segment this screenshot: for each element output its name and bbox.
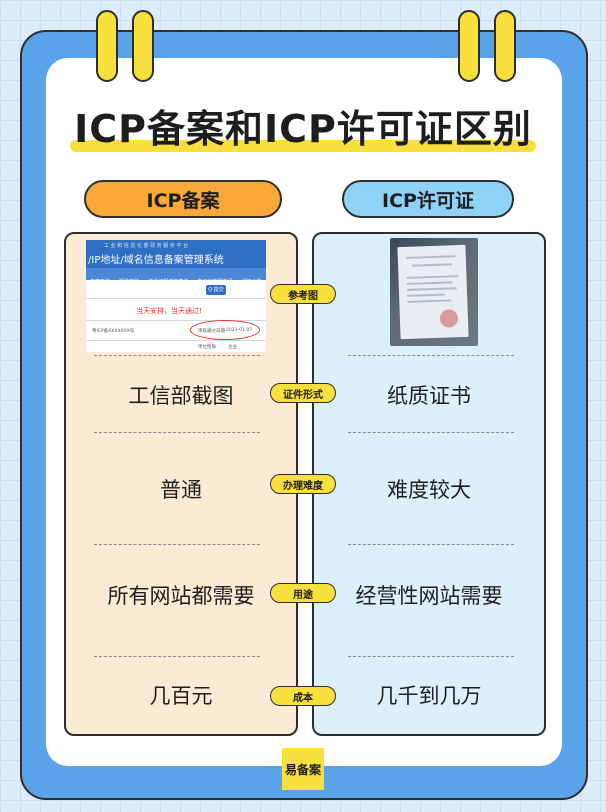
screenshot-search-button: Q 提交: [206, 285, 226, 295]
highlight-circle: [190, 320, 260, 340]
miit-screenshot-image: 工 业 和 信 息 化 部 政 务 服 务 平 台 /IP地址/域名信息备案管理…: [86, 240, 266, 352]
icp-license-cost: 几千到几万: [376, 684, 482, 708]
license-certificate-photo: [390, 238, 478, 346]
screenshot-nav-item: 短信核验: [119, 279, 140, 285]
row-label-reference: 参考图: [270, 284, 336, 304]
brand-logo: 易备案: [282, 748, 324, 790]
screenshot-small-header: 工 业 和 信 息 化 部 政 务 服 务 平 台: [104, 243, 189, 249]
screenshot-nav-item: 电子化核验申请: [197, 279, 233, 285]
screenshot-type-value: 企业: [228, 345, 237, 350]
icp-record-header: ICP备案: [84, 180, 282, 218]
divider: [94, 355, 260, 356]
page-title: ICP备案和ICP许可证区别: [74, 107, 532, 151]
icp-license-header: ICP许可证: [342, 180, 514, 218]
screenshot-nav-item: 通知公告: [241, 279, 262, 285]
icp-record-format: 工信部截图: [128, 384, 234, 408]
icp-license-format: 纸质证书: [387, 384, 471, 408]
icp-license-difficulty: 难度较大: [387, 478, 471, 502]
divider: [94, 432, 260, 433]
screenshot-record-number: 粤ICP备XXXXXXX号: [92, 329, 135, 334]
binder-ring-icon: [494, 10, 516, 82]
icp-record-cost: 几百元: [149, 684, 213, 708]
screenshot-divider: [86, 320, 266, 321]
row-label-usage: 用途: [270, 583, 336, 603]
divider: [348, 432, 514, 433]
row-label-difficulty: 办理难度: [270, 474, 336, 494]
certificate-paper: [397, 244, 469, 340]
divider: [348, 544, 514, 545]
icp-license-usage: 经营性网站需要: [355, 584, 503, 608]
certificate-seal-icon: [439, 309, 459, 328]
screenshot-header: 工 业 和 信 息 化 部 政 务 服 务 平 台 /IP地址/域名信息备案管理…: [86, 240, 266, 268]
icp-record-usage: 所有网站都需要: [107, 584, 255, 608]
title-highlight: [70, 140, 536, 152]
binder-ring-icon: [132, 10, 154, 82]
screenshot-divider: [86, 340, 266, 341]
screenshot-nav-item: 违法违规域名查询: [148, 279, 189, 285]
screenshot-notice: 当天安排，当天通过!: [136, 307, 202, 315]
icp-record-difficulty: 普通: [160, 478, 202, 502]
row-label-format: 证件形式: [270, 383, 336, 403]
binder-ring-icon: [458, 10, 480, 82]
divider: [94, 544, 260, 545]
divider: [348, 355, 514, 356]
screenshot-nav-item: 备案查询: [90, 279, 111, 285]
screenshot-title: /IP地址/域名信息备案管理系统: [88, 255, 224, 266]
row-label-cost: 成本: [270, 686, 336, 706]
divider: [94, 656, 260, 657]
screenshot-divider: [86, 298, 266, 299]
screenshot-nav: 备案查询 短信核验 违法违规域名查询 电子化核验申请 通知公告: [86, 268, 266, 285]
binder-ring-icon: [96, 10, 118, 82]
divider: [348, 656, 514, 657]
screenshot-type-label: 单位性质: [198, 345, 216, 350]
